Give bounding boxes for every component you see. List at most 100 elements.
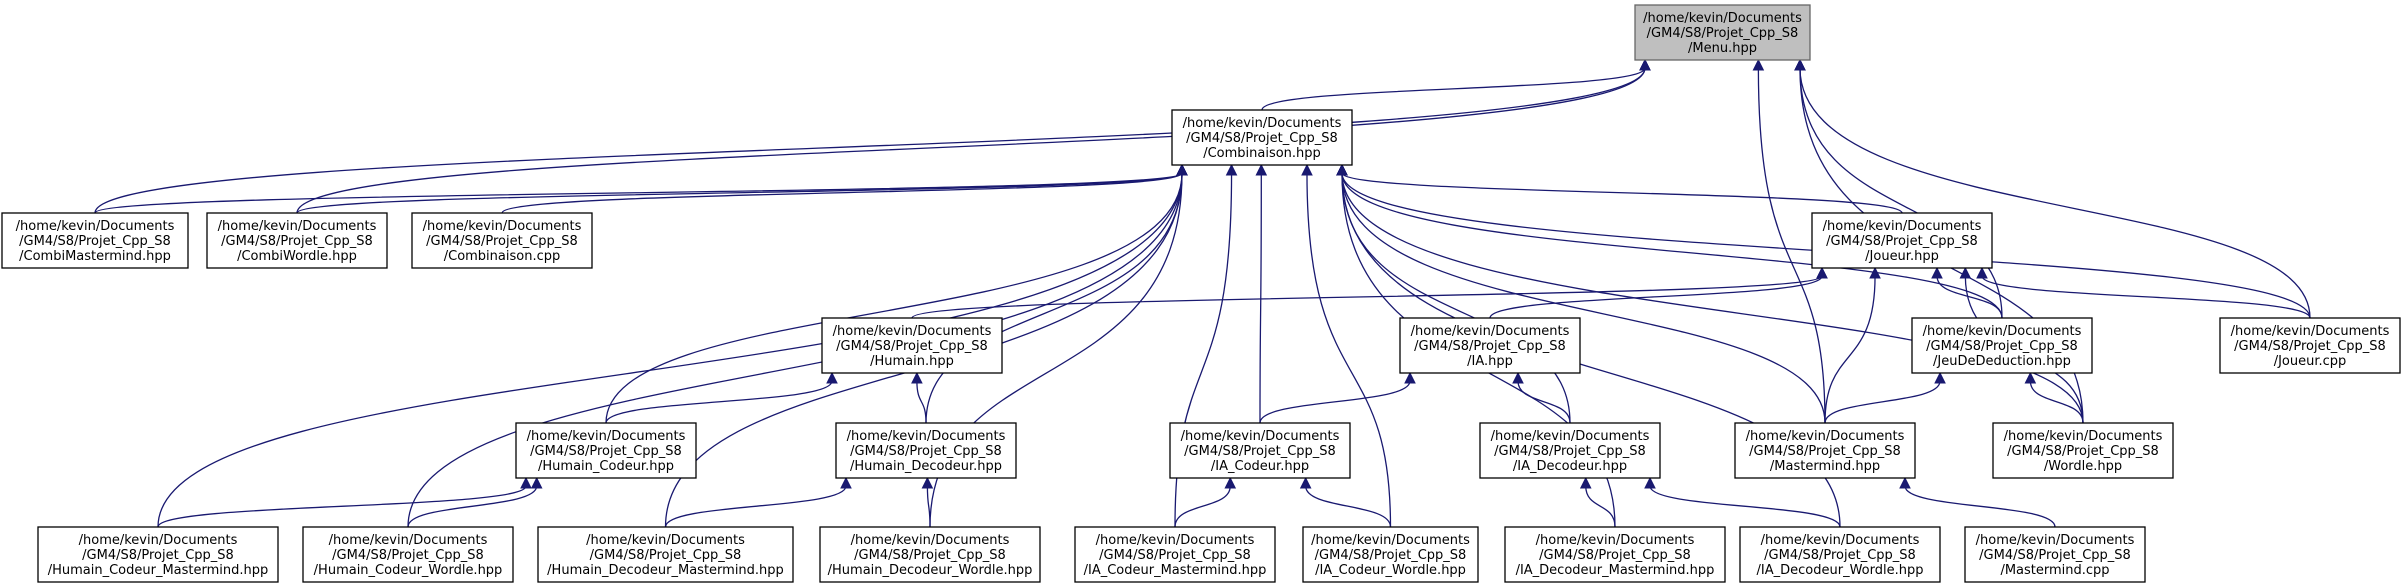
node-menu[interactable]: /home/kevin/Documents/GM4/S8/Projet_Cpp_… <box>1634 4 1811 61</box>
arrowhead <box>1816 266 1828 279</box>
node-box <box>302 526 514 583</box>
node-label-line: /IA_Codeur_Wordle.hpp <box>1315 563 1466 578</box>
edge-iad_mastermind-to-ia_decodeur <box>1585 485 1616 528</box>
node-humain[interactable]: /home/kevin/Documents/GM4/S8/Projet_Cpp_… <box>821 317 1003 374</box>
arrowhead <box>1579 476 1592 489</box>
node-label-line: /IA.hpp <box>1467 354 1513 369</box>
node-hc-mastermind[interactable]: /home/kevin/Documents/GM4/S8/Projet_Cpp_… <box>37 526 279 583</box>
node-jeudeduction[interactable]: /home/kevin/Documents/GM4/S8/Projet_Cpp_… <box>1911 317 2093 374</box>
node-humain-codeur[interactable]: /home/kevin/Documents/GM4/S8/Projet_Cpp_… <box>515 422 697 479</box>
node-label-line: /home/kevin/Documents <box>2004 429 2163 444</box>
node-box <box>411 212 593 269</box>
edge-combinaison_hpp-to-menu <box>1261 67 1646 111</box>
node-label-line: /home/kevin/Documents <box>1311 533 1470 548</box>
node-box <box>1171 109 1353 166</box>
nodes-layer: /home/kevin/Documents/GM4/S8/Projet_Cpp_… <box>1 4 2401 583</box>
node-label-line: /GM4/S8/Projet_Cpp_S8 <box>1539 548 1691 563</box>
node-joueur-cpp[interactable]: /home/kevin/Documents/GM4/S8/Projet_Cpp_… <box>2219 317 2401 374</box>
edge-joueur_cpp-to-joueur_hpp <box>1981 275 2311 319</box>
arrowhead <box>1512 371 1524 384</box>
node-box <box>1739 526 1941 583</box>
edge-jeudeduction-to-menu <box>1799 67 2003 319</box>
node-label-line: /GM4/S8/Projet_Cpp_S8 <box>2007 444 2159 459</box>
node-wordle-hpp[interactable]: /home/kevin/Documents/GM4/S8/Projet_Cpp_… <box>1992 422 2174 479</box>
node-label-line: /Menu.hpp <box>1688 41 1757 56</box>
arrowhead <box>530 476 543 489</box>
edge-jeudeduction-to-joueur_hpp <box>1936 275 2003 319</box>
node-label-line: /GM4/S8/Projet_Cpp_S8 <box>332 548 484 563</box>
node-label-line: /GM4/S8/Projet_Cpp_S8 <box>590 548 742 563</box>
node-label-line: /Combinaison.cpp <box>444 249 561 264</box>
node-ia-decodeur[interactable]: /home/kevin/Documents/GM4/S8/Projet_Cpp_… <box>1479 422 1661 479</box>
edge-ia_codeur-to-combinaison_hpp <box>1259 172 1262 424</box>
arrowhead <box>1752 58 1765 71</box>
node-iad-mastermind[interactable]: /home/kevin/Documents/GM4/S8/Projet_Cpp_… <box>1504 526 1726 583</box>
node-box <box>37 526 279 583</box>
node-label-line: /Humain_Decodeur.hpp <box>850 459 1002 474</box>
node-hc-wordle[interactable]: /home/kevin/Documents/GM4/S8/Projet_Cpp_… <box>302 526 514 583</box>
edge-humain_codeur-to-combinaison_hpp <box>605 172 1183 424</box>
node-box <box>821 317 1003 374</box>
node-label-line: /IA_Codeur_Mastermind.hpp <box>1084 563 1267 578</box>
node-mastermind-cpp[interactable]: /home/kevin/Documents/GM4/S8/Projet_Cpp_… <box>1964 526 2146 583</box>
node-iac-mastermind[interactable]: /home/kevin/Documents/GM4/S8/Projet_Cpp_… <box>1074 526 1276 583</box>
node-label-line: /GM4/S8/Projet_Cpp_S8 <box>1315 548 1467 563</box>
arrowhead <box>1301 163 1313 176</box>
node-box <box>206 212 388 269</box>
node-hd-mastermind[interactable]: /home/kevin/Documents/GM4/S8/Projet_Cpp_… <box>537 526 794 583</box>
arrowhead <box>1224 476 1237 489</box>
node-ia[interactable]: /home/kevin/Documents/GM4/S8/Projet_Cpp_… <box>1399 317 1581 374</box>
node-label-line: /IA_Decodeur.hpp <box>1513 459 1627 474</box>
node-label-line: /home/kevin/Documents <box>1181 429 1340 444</box>
node-humain-decodeur[interactable]: /home/kevin/Documents/GM4/S8/Projet_Cpp_… <box>835 422 1017 479</box>
node-joueur-hpp[interactable]: /home/kevin/Documents/GM4/S8/Projet_Cpp_… <box>1811 212 1993 269</box>
node-ia-codeur[interactable]: /home/kevin/Documents/GM4/S8/Projet_Cpp_… <box>1169 422 1351 479</box>
edges-layer <box>94 58 2311 528</box>
edge-ia_codeur-to-ia <box>1259 380 1411 424</box>
node-box <box>1504 526 1726 583</box>
arrowhead <box>1639 58 1651 71</box>
node-label-line: /GM4/S8/Projet_Cpp_S8 <box>1099 548 1251 563</box>
edge-jeudeduction-to-combinaison_hpp <box>1341 172 2003 319</box>
node-label-line: /home/kevin/Documents <box>1761 533 1920 548</box>
arrowhead <box>1176 163 1188 176</box>
edge-wordle_hpp-to-jeudeduction <box>2029 380 2084 424</box>
node-label-line: /GM4/S8/Projet_Cpp_S8 <box>1826 234 1978 249</box>
node-label-line: /home/kevin/Documents <box>847 429 1006 444</box>
node-label-line: /home/kevin/Documents <box>423 219 582 234</box>
node-label-line: /GM4/S8/Projet_Cpp_S8 <box>1979 548 2131 563</box>
arrowhead <box>1899 476 1911 489</box>
arrowhead <box>1644 476 1656 489</box>
node-label-line: /Wordle.hpp <box>2044 459 2122 474</box>
edge-ia-to-joueur_hpp <box>1489 275 1823 319</box>
arrowhead <box>1255 163 1268 176</box>
node-combiwordle[interactable]: /home/kevin/Documents/GM4/S8/Projet_Cpp_… <box>206 212 388 269</box>
arrowhead <box>840 476 852 489</box>
node-combinaison-hpp[interactable]: /home/kevin/Documents/GM4/S8/Projet_Cpp_… <box>1171 109 1353 166</box>
arrowhead <box>1794 58 1806 71</box>
arrowhead <box>1299 476 1312 489</box>
node-iac-wordle[interactable]: /home/kevin/Documents/GM4/S8/Projet_Cpp_… <box>1302 526 1479 583</box>
node-combinaison-cpp[interactable]: /home/kevin/Documents/GM4/S8/Projet_Cpp_… <box>411 212 593 269</box>
node-label-line: /GM4/S8/Projet_Cpp_S8 <box>1186 131 1338 146</box>
edge-hc_mastermind-to-combinaison_hpp <box>157 172 1183 528</box>
arrowhead <box>1225 163 1238 176</box>
node-mastermind-hpp[interactable]: /home/kevin/Documents/GM4/S8/Projet_Cpp_… <box>1734 422 1916 479</box>
node-label-line: /GM4/S8/Projet_Cpp_S8 <box>530 444 682 459</box>
node-hd-wordle[interactable]: /home/kevin/Documents/GM4/S8/Projet_Cpp_… <box>819 526 1041 583</box>
arrowhead <box>1976 266 1988 279</box>
node-label-line: /GM4/S8/Projet_Cpp_S8 <box>1926 339 2078 354</box>
node-label-line: /home/kevin/Documents <box>851 533 1010 548</box>
node-label-line: /home/kevin/Documents <box>833 324 992 339</box>
node-label-line: /CombiMastermind.hpp <box>19 249 171 264</box>
node-label-line: /home/kevin/Documents <box>586 533 745 548</box>
node-box <box>2219 317 2401 374</box>
node-label-line: /GM4/S8/Projet_Cpp_S8 <box>426 234 578 249</box>
node-box <box>1992 422 2174 479</box>
node-label-line: /IA_Decodeur_Wordle.hpp <box>1757 563 1924 578</box>
node-box <box>1 212 189 269</box>
node-iad-wordle[interactable]: /home/kevin/Documents/GM4/S8/Projet_Cpp_… <box>1739 526 1941 583</box>
arrowhead <box>1336 163 1348 176</box>
node-combimastermind[interactable]: /home/kevin/Documents/GM4/S8/Projet_Cpp_… <box>1 212 189 269</box>
